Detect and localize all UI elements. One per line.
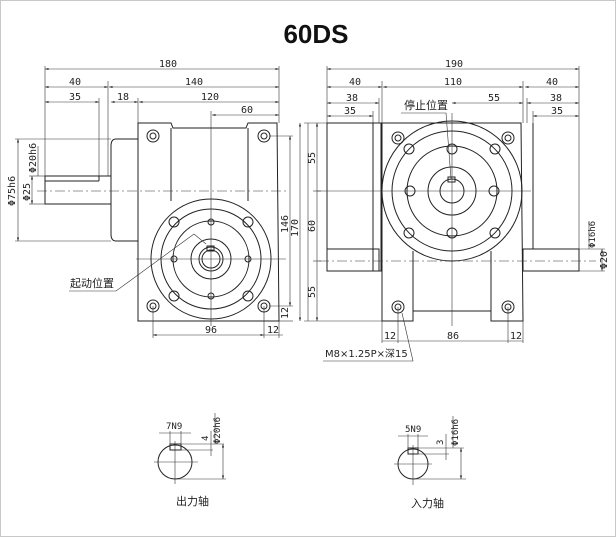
stop-position-label: 停止位置 (404, 98, 448, 112)
side-view-body (37, 111, 286, 326)
dim-180: 180 (159, 59, 177, 70)
key-width-5n9: 5N9 (405, 425, 421, 435)
dim-190: 190 (445, 59, 463, 70)
dim-12-vertical: 12 (280, 307, 291, 319)
front-view-body (317, 113, 596, 326)
dim-110: 110 (444, 77, 462, 88)
side-view-dimensions: 180 40 140 35 18 120 60 Φ75h6 Φ25 Φ20h6 … (7, 59, 302, 338)
drawing-title: 60DS (283, 19, 348, 49)
dim-38-left: 38 (346, 93, 358, 104)
shaft-dia-phi20h6: Φ20h6 (213, 417, 223, 444)
input-shaft-section: 5N9 3 Φ16h6 入力轴 (394, 416, 466, 510)
dim-35-left: 35 (344, 106, 356, 117)
dim-55-top: 55 (307, 152, 318, 164)
bolt-holes (391, 131, 515, 314)
dim-86: 86 (447, 331, 459, 342)
start-position-label: 起动位置 (70, 276, 114, 290)
dim-120: 120 (201, 92, 219, 103)
shaft-dia-phi16h6: Φ16h6 (451, 419, 461, 446)
dim-phi25: Φ25 (22, 183, 33, 201)
input-shaft-label: 入力轴 (411, 496, 444, 510)
dim-12-left: 12 (384, 331, 396, 342)
front-view: 190 40 110 40 38 55 38 35 35 55 60 55 (304, 59, 610, 362)
dim-38-right: 38 (550, 93, 562, 104)
dim-35: 35 (69, 92, 81, 103)
bolt-holes (146, 129, 271, 313)
dim-12-horizontal: 12 (267, 325, 279, 336)
output-shaft-label: 出力轴 (176, 494, 209, 508)
output-shaft-section: 7N9 4 Φ20h6 出力轴 (154, 413, 226, 508)
dim-40-right: 40 (546, 77, 558, 88)
dim-170: 170 (290, 219, 301, 237)
key-depth-4: 4 (201, 436, 211, 441)
dim-phi16h6: Φ16h6 (588, 221, 598, 248)
dim-55-bottom: 55 (307, 286, 318, 298)
dim-40-left: 40 (349, 77, 361, 88)
dim-35-right: 35 (551, 106, 563, 117)
dim-60: 60 (241, 105, 253, 116)
dim-40: 40 (69, 77, 81, 88)
dim-140: 140 (185, 77, 203, 88)
front-view-dimensions: 190 40 110 40 38 55 38 35 35 55 60 55 (304, 59, 610, 362)
key-width-7n9: 7N9 (166, 422, 182, 432)
dim-18: 18 (117, 92, 129, 103)
side-view: 180 40 140 35 18 120 60 Φ75h6 Φ25 Φ20h6 … (7, 59, 302, 338)
dim-phi20: Φ20 (599, 251, 610, 269)
dim-phi75h6: Φ75h6 (7, 176, 18, 206)
dim-96: 96 (205, 325, 217, 336)
thread-spec-label: M8×1.25P×深15 (325, 348, 408, 360)
dim-146: 146 (280, 215, 291, 233)
dim-phi20h6: Φ20h6 (28, 143, 39, 173)
dim-55: 55 (488, 93, 500, 104)
key-depth-3: 3 (436, 440, 446, 445)
dim-60-middle: 60 (307, 220, 318, 232)
dim-12-right: 12 (510, 331, 522, 342)
